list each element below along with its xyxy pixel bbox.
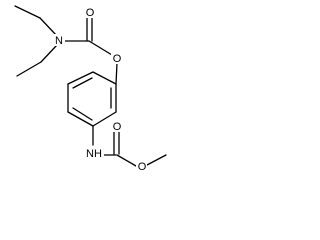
ring-bond-2	[67, 71, 94, 85]
bond-n-ethyl2	[40, 44, 58, 63]
bond-carbonyl-o-methoxy	[116, 154, 137, 167]
atom-o-carbonyl-top: O	[86, 7, 95, 19]
molecule-drawing: N O O NH O O	[14, 5, 167, 173]
atom-o-ester-aryl: O	[113, 53, 122, 65]
bond-ethyl1-n	[39, 17, 58, 37]
atom-nh-carbamate: NH	[86, 148, 102, 160]
bond-carbonyl-o-ester	[88, 40, 113, 56]
structure-diagram: N O O NH O O	[0, 0, 183, 184]
bond-ethyl1-ch3	[14, 5, 41, 19]
ring-inner-bond-2	[72, 107, 93, 121]
atom-o-methoxy: O	[138, 161, 147, 173]
ring-bond-4	[67, 111, 94, 127]
ring-bond-1	[92, 71, 117, 85]
bond-ethyl2-ch3	[16, 61, 42, 77]
atom-o-carbonyl-bottom: O	[113, 121, 122, 133]
ring-bond-5	[92, 111, 117, 127]
bond-o-methoxy-ch3	[146, 154, 167, 166]
atom-n-amide: N	[55, 35, 63, 47]
ring-inner-bond-1	[72, 77, 93, 89]
bond-o-ester-ring	[115, 62, 118, 85]
